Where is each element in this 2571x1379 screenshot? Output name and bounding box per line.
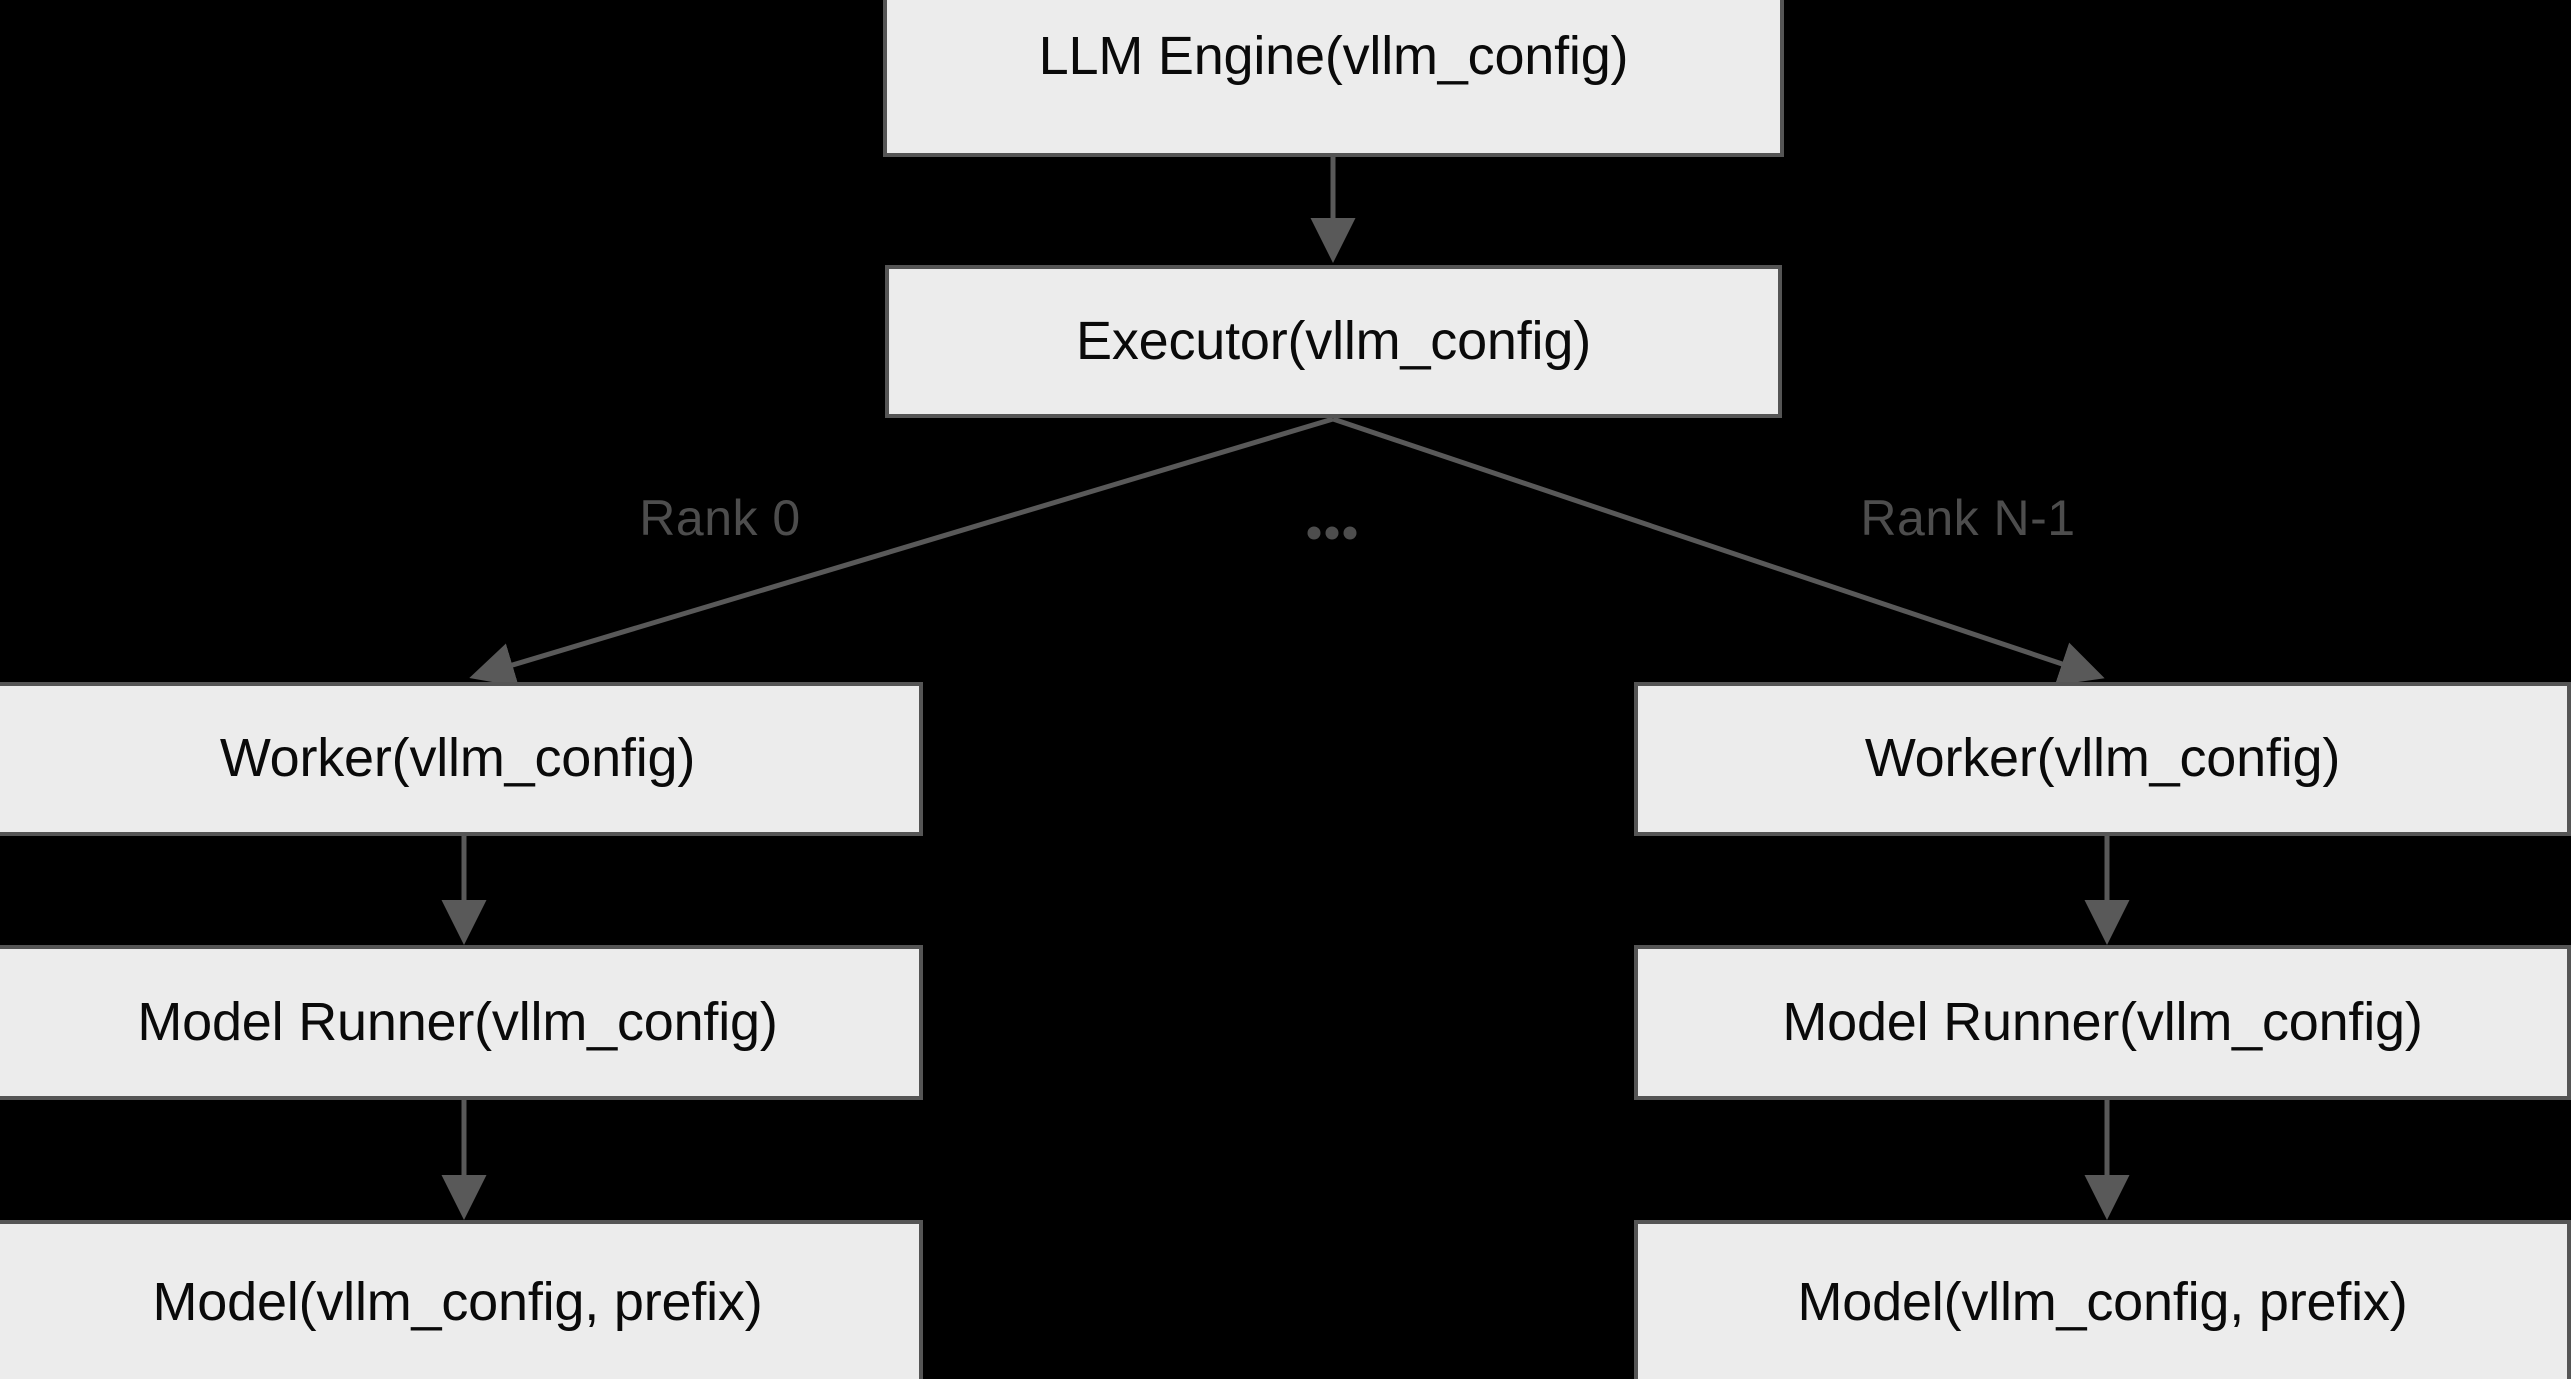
edge-executor-to-worker-n <box>1332 416 2105 686</box>
edge-executor-to-worker-0 <box>469 416 1334 687</box>
node-executor[interactable]: Executor(vllm_config) <box>885 265 1782 418</box>
ellipsis-icon <box>1307 526 1357 540</box>
node-worker-rank-0[interactable]: Worker(vllm_config) <box>0 682 923 836</box>
node-model-runner-rank-n-label: Model Runner(vllm_config) <box>1782 991 2423 1052</box>
node-llm-engine[interactable]: LLM Engine(vllm_config) <box>883 0 1784 157</box>
node-worker-rank-n-label: Worker(vllm_config) <box>1864 728 2341 789</box>
ellipsis-dot-1 <box>1307 526 1321 540</box>
edge-label-rank-n-minus-1: Rank N-1 <box>1860 490 2076 546</box>
node-executor-label: Executor(vllm_config) <box>1076 310 1591 371</box>
node-model-runner-rank-0-label: Model Runner(vllm_config) <box>137 991 778 1052</box>
edge-label-rank-0: Rank 0 <box>639 490 801 546</box>
node-model-rank-n-label: Model(vllm_config, prefix) <box>1797 1272 2408 1333</box>
node-model-runner-rank-n[interactable]: Model Runner(vllm_config) <box>1634 945 2571 1100</box>
node-worker-rank-n[interactable]: Worker(vllm_config) <box>1634 682 2571 836</box>
node-worker-rank-0-label: Worker(vllm_config) <box>219 728 696 789</box>
ellipsis-dot-2 <box>1325 526 1339 540</box>
node-model-runner-rank-0[interactable]: Model Runner(vllm_config) <box>0 945 923 1100</box>
ellipsis-dot-3 <box>1343 526 1357 540</box>
node-model-rank-n[interactable]: Model(vllm_config, prefix) <box>1634 1220 2571 1379</box>
node-model-rank-0[interactable]: Model(vllm_config, prefix) <box>0 1220 923 1379</box>
node-llm-engine-label: LLM Engine(vllm_config) <box>1038 25 1629 86</box>
node-model-rank-0-label: Model(vllm_config, prefix) <box>152 1272 763 1333</box>
